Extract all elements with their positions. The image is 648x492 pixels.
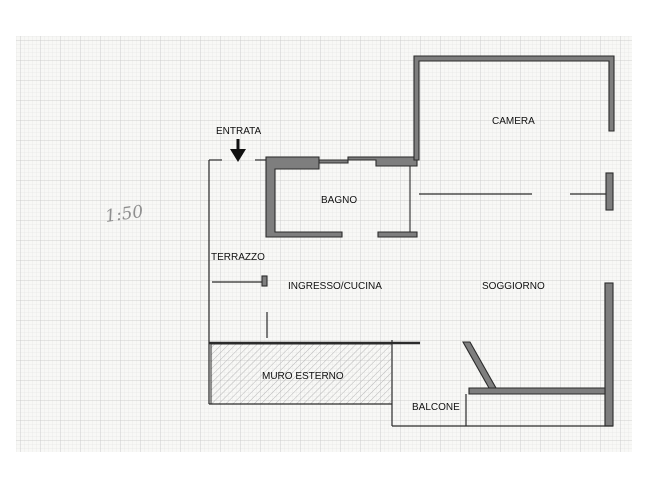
external-wall-label: MURO ESTERNO bbox=[262, 371, 344, 382]
bathroom-label: BAGNO bbox=[321, 195, 357, 206]
bedroom-right-pier bbox=[605, 172, 614, 211]
external-wall-fill bbox=[210, 343, 393, 405]
living-right-wall bbox=[604, 282, 614, 427]
entrance-label: ENTRATA bbox=[216, 126, 262, 137]
living-room-label: SOGGIORNO bbox=[482, 281, 545, 292]
bedroom-label: CAMERA bbox=[492, 116, 535, 127]
terrace-post bbox=[261, 275, 268, 287]
balcony-label: BALCONE bbox=[412, 402, 460, 413]
entry-kitchen-label: INGRESSO/CUCINA bbox=[288, 281, 382, 292]
balcony-diagonal-wall bbox=[462, 341, 497, 389]
bedroom-wall bbox=[413, 55, 615, 161]
balcony-wall bbox=[468, 387, 606, 395]
terrace-label: TERRAZZO bbox=[211, 252, 265, 263]
arrow-down-icon bbox=[230, 139, 246, 162]
bathroom-wall bbox=[265, 156, 418, 238]
